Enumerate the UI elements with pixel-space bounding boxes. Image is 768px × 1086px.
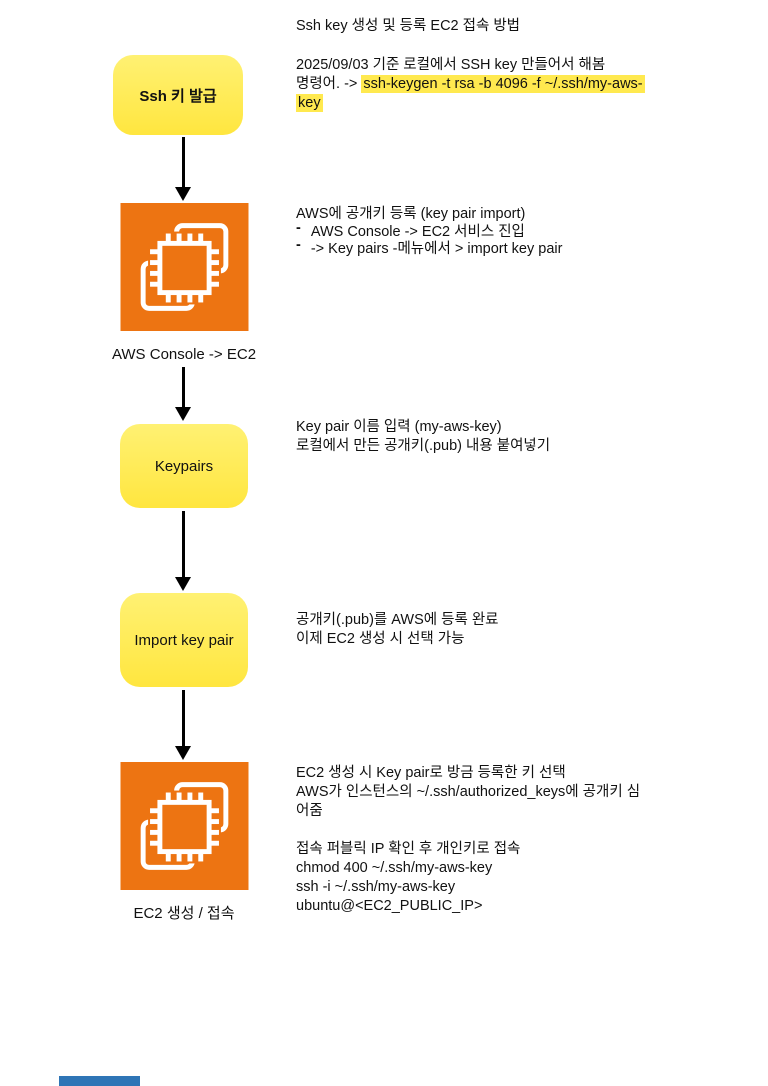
flow-node-label-ec2-create-connect: EC2 생성 / 접속 — [133, 905, 235, 922]
note-line: 이제 EC2 생성 시 선택 가능 — [296, 631, 465, 647]
bullet-line: --> Key pairs -메뉴에서 > import key pair — [296, 237, 736, 259]
note-key-pair-name: Key pair 이름 입력 (my-aws-key) 로컬에서 만든 공개키(… — [296, 418, 736, 456]
arrow-shaft — [181, 511, 185, 577]
note-line: ssh -i ~/.ssh/my-aws-key — [296, 879, 456, 895]
flow-node-import-key-pair: Import key pair — [120, 593, 248, 687]
down-arrow — [175, 137, 191, 201]
bullet-text: -> Key pairs -메뉴에서 > import key pair — [310, 241, 563, 257]
arrow-shaft — [181, 690, 185, 746]
note-line: key — [296, 94, 716, 113]
flow-node-label-aws-console-ec2: AWS Console -> EC2 — [111, 346, 257, 363]
note-line: 공개키(.pub)를 AWS에 등록 완료 — [296, 612, 499, 628]
arrow-head — [175, 407, 191, 421]
flow-node-label: Ssh 키 발급 — [139, 87, 217, 105]
note-key-pair-import: AWS에 공개키 등록 (key pair import) -AWS Conso… — [296, 206, 736, 259]
note-line: Key pair 이름 입력 (my-aws-key) — [296, 419, 502, 435]
down-arrow — [175, 690, 191, 760]
blank-line — [296, 821, 716, 840]
note-line: 로컬에서 만든 공개키(.pub) 내용 붙여넣기 — [296, 438, 551, 454]
page-title: Ssh key 생성 및 등록 EC2 접속 방법 — [296, 18, 521, 34]
flow-node-label: Import key pair — [134, 631, 234, 649]
bullet-dash: - — [296, 237, 301, 253]
flow-node-label: Keypairs — [154, 457, 214, 475]
note-ec2-connect: EC2 생성 시 Key pair로 방금 등록한 키 선택 AWS가 인스턴스… — [296, 764, 716, 916]
command-prefix: 명령어. -> — [296, 76, 362, 92]
arrow-head — [175, 187, 191, 201]
note-line: 접속 퍼블릭 IP 확인 후 개인키로 접속 — [296, 841, 521, 857]
arrow-head — [175, 746, 191, 760]
down-arrow — [175, 511, 191, 591]
bullet-text: AWS Console -> EC2 서비스 진입 — [310, 223, 525, 240]
flow-node-keypairs: Keypairs — [120, 424, 248, 508]
bullet-dash: - — [296, 219, 301, 236]
note-line: EC2 생성 시 Key pair로 방금 등록한 키 선택 — [296, 765, 566, 781]
note-line: 명령어. -> ssh-keygen -t rsa -b 4096 -f ~/.… — [296, 75, 716, 94]
highlighted-command: key — [296, 94, 323, 112]
note-line: 어줌 — [296, 803, 323, 819]
note-line: chmod 400 ~/.ssh/my-aws-key — [296, 860, 493, 876]
note-pub-registered: 공개키(.pub)를 AWS에 등록 완료 이제 EC2 생성 시 선택 가능 — [296, 611, 736, 649]
down-arrow — [175, 367, 191, 421]
note-line: 2025/09/03 기준 로컬에서 SSH key 만들어서 해봄 — [296, 57, 606, 73]
arrow-shaft — [181, 137, 185, 187]
bullet-line: -AWS Console -> EC2 서비스 진입 — [296, 220, 736, 242]
arrow-head — [175, 577, 191, 591]
arrow-shaft — [181, 367, 185, 407]
aws-ec2-icon — [119, 762, 250, 890]
highlighted-command: ssh-keygen -t rsa -b 4096 -f ~/.ssh/my-a… — [361, 75, 645, 93]
aws-ec2-icon — [119, 203, 250, 331]
note-line: AWS에 공개키 등록 (key pair import) — [296, 206, 526, 222]
note-line: ubuntu@<EC2_PUBLIC_IP> — [296, 898, 483, 914]
blue-bar-shape — [59, 1076, 140, 1086]
flow-node-ssh-key-issue: Ssh 키 발급 — [113, 55, 243, 135]
note-ssh-keygen: 2025/09/03 기준 로컬에서 SSH key 만들어서 해봄 명령어. … — [296, 56, 716, 113]
note-line: AWS가 인스턴스의 ~/.ssh/authorized_keys에 공개키 심 — [296, 784, 641, 800]
